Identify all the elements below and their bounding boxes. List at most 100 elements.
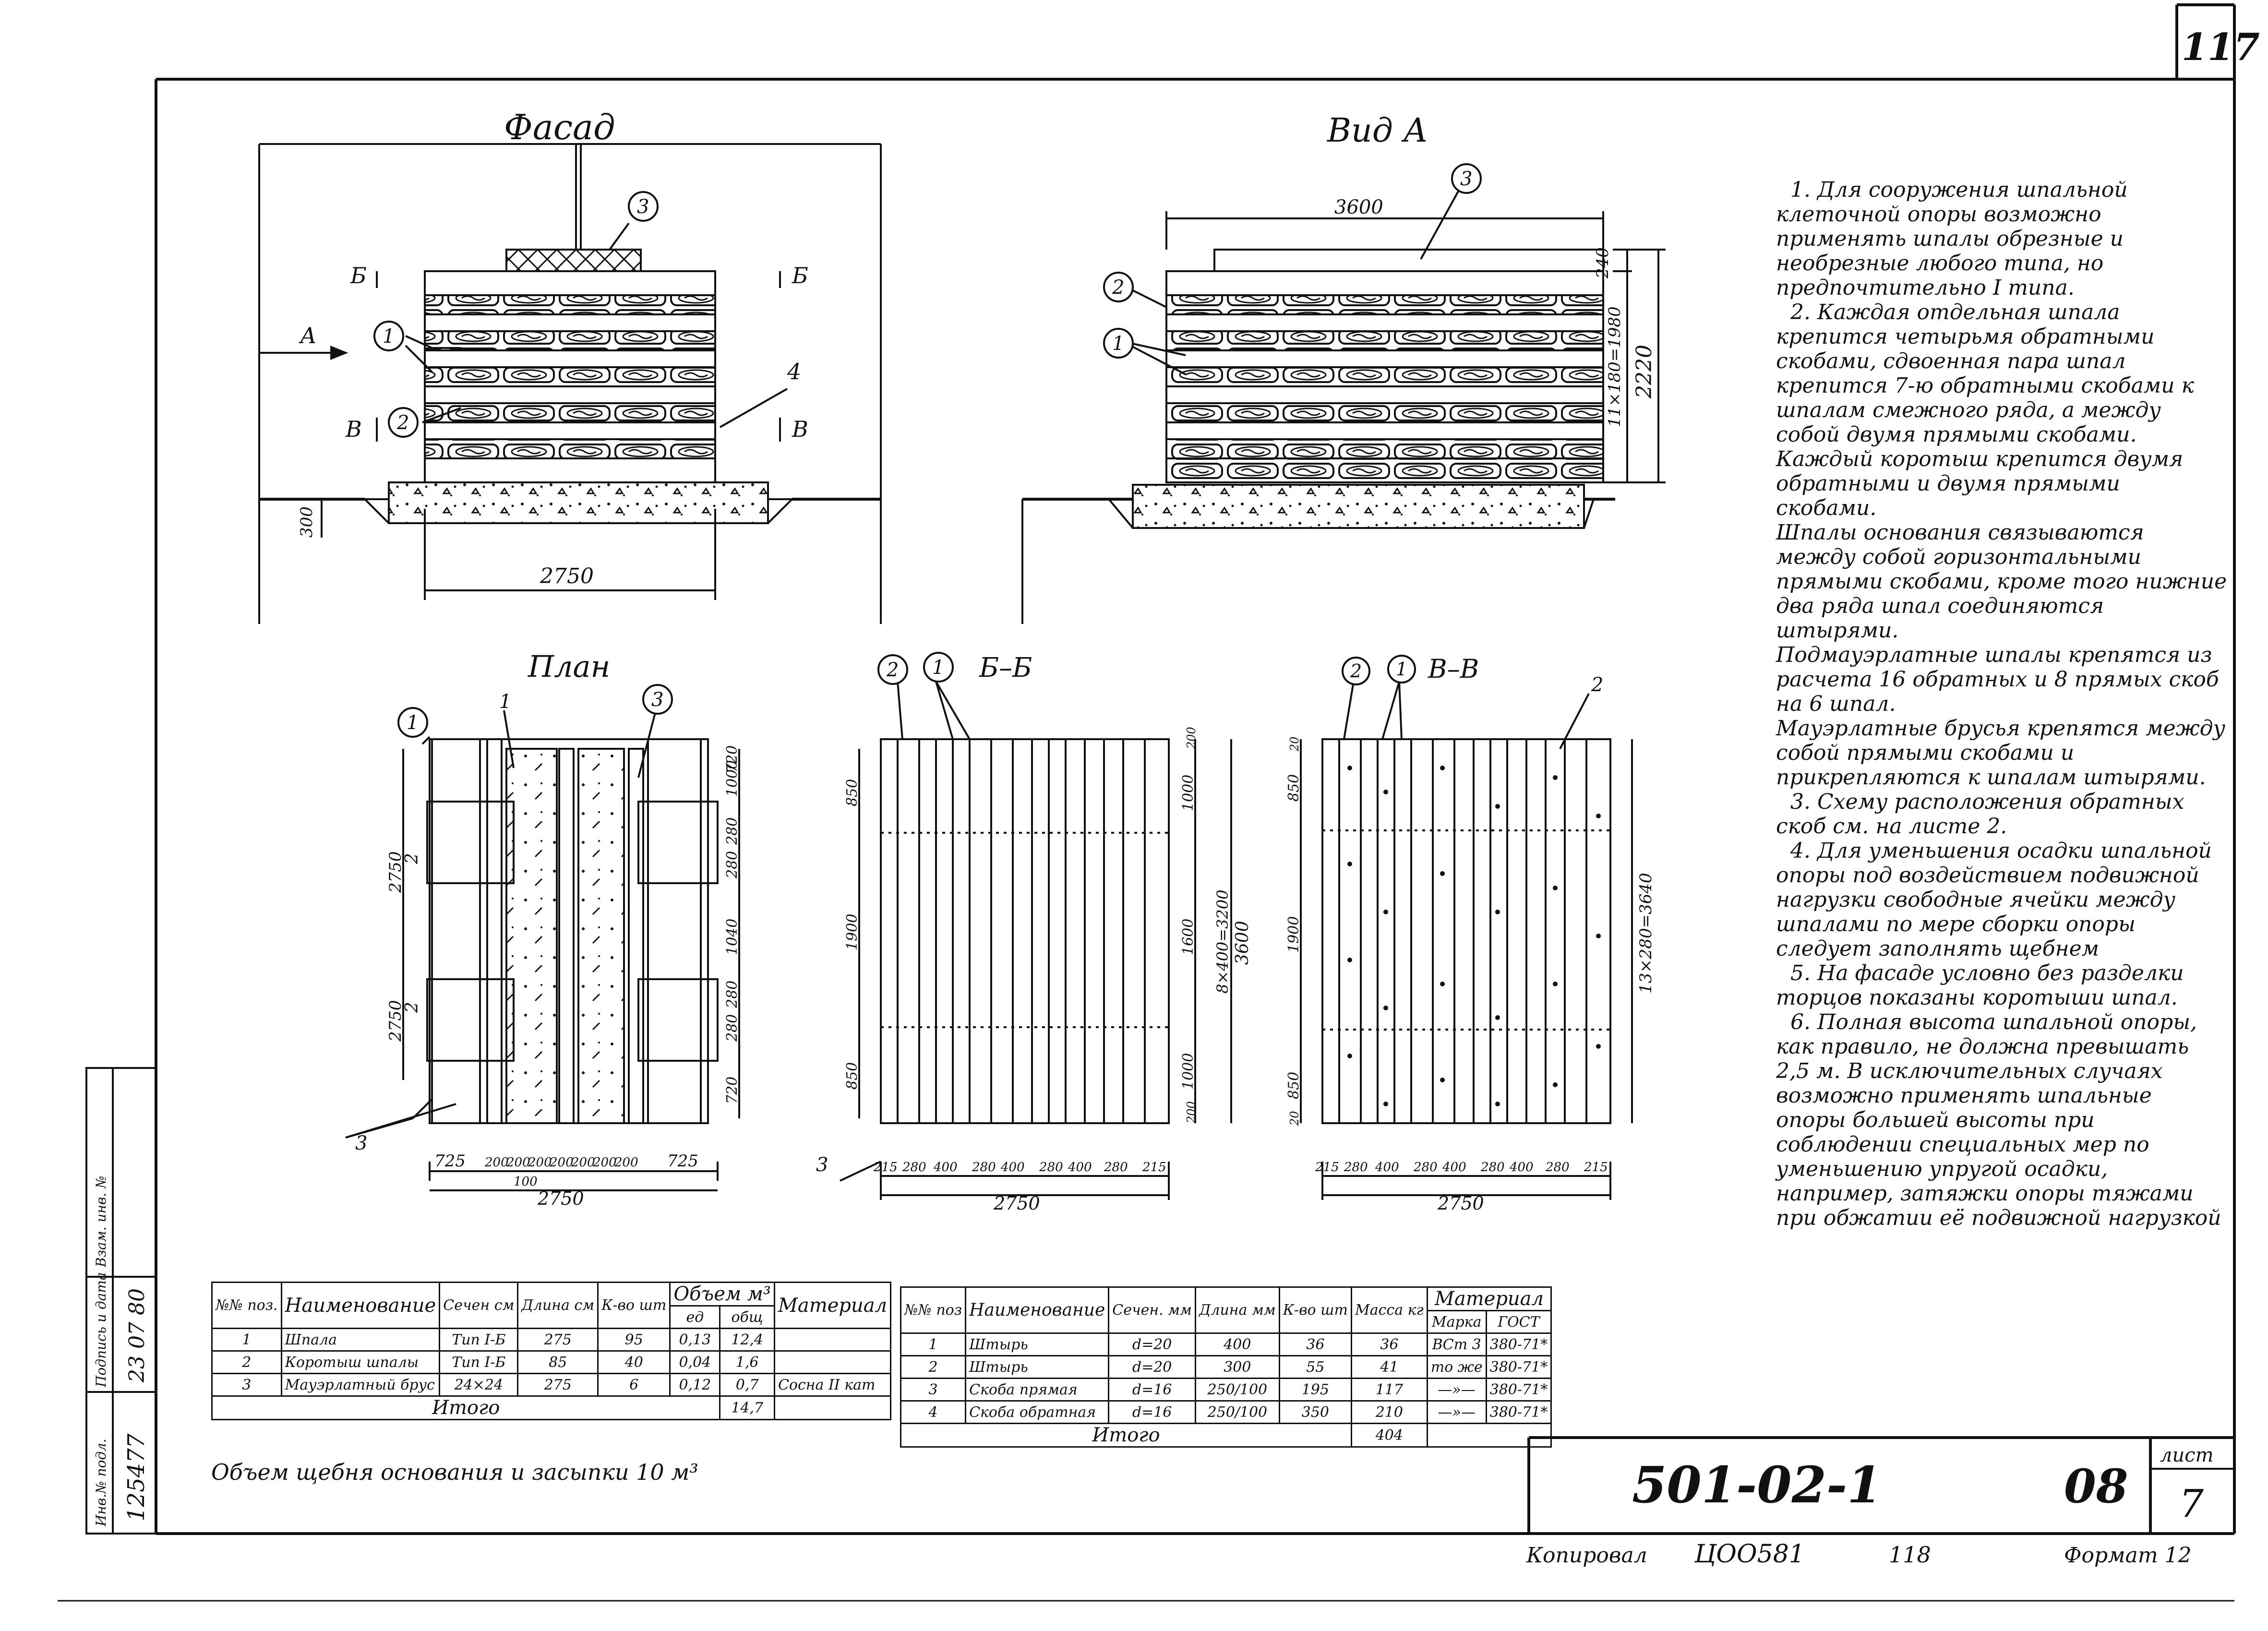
section-vv — [1300, 681, 1633, 1200]
plan-bottom-dim: 200 — [549, 1155, 574, 1170]
view-a — [1021, 189, 1666, 624]
plan-left-dim-2: 2750 — [386, 1000, 405, 1042]
t1-cell: 6 — [597, 1373, 671, 1397]
facade-callout-1: 1 — [383, 325, 395, 348]
section-vv-left-dim: 1900 — [1285, 916, 1302, 953]
section-vv-callouts — [1342, 655, 1416, 685]
section-vv-pos-2: 2 — [1591, 674, 1603, 696]
t1-cell: 0,04 — [669, 1350, 721, 1374]
t2-cell: 3 — [900, 1378, 967, 1402]
t1-cell: Тип I-Б — [439, 1350, 519, 1374]
facade-width-dim: 2750 — [540, 564, 594, 588]
facade-cut-b-right: Б — [792, 263, 808, 288]
t1-cell: 3 — [211, 1373, 282, 1397]
plan-bottom-dim: 725 — [434, 1151, 466, 1171]
table-row: 1 Шпала Тип I-Б 275 95 0,13 12,4 — [211, 1328, 892, 1352]
t2-cell: 210 — [1351, 1400, 1428, 1424]
t2-cell: Штырь — [965, 1355, 1110, 1379]
section-vv-bottom-dim: 215 — [1584, 1160, 1608, 1175]
section-bb-left-dim: 1900 — [844, 914, 861, 950]
facade-pos-4: 4 — [787, 359, 801, 384]
plan-bottom-sub-dim: 100 — [514, 1175, 538, 1189]
section-vv-bottom-dim: 215 — [1315, 1160, 1339, 1175]
margin-stamp — [85, 1067, 157, 1535]
t2-cell: 380-71* — [1485, 1332, 1552, 1356]
note-6: 6. Полная высота шпальной опоры, как пра… — [1776, 1010, 2221, 1230]
timber-spec-table: №№ поз. Наименование Сечен см Длина см К… — [211, 1282, 892, 1420]
t1-cell: 2 — [211, 1350, 282, 1374]
t2-cell: d=16 — [1108, 1400, 1196, 1424]
section-vv-bottom-dim: 400 — [1442, 1160, 1466, 1175]
plan-bottom-dim: 725 — [667, 1151, 698, 1171]
section-vv-left-dim: 850 — [1285, 1072, 1302, 1099]
plan-pos-1-leader: 1 — [499, 691, 511, 713]
table-row: 2 Штырь d=20 300 55 41 то же 380-71* — [900, 1355, 1552, 1379]
note-1: 1. Для сооружения шпальной клеточной опо… — [1776, 178, 2128, 300]
t2-cell: 41 — [1351, 1355, 1428, 1379]
title-block — [1527, 1436, 2234, 1534]
t1-cell: 40 — [597, 1350, 671, 1374]
plan-view — [345, 710, 740, 1191]
t2-cell: Скоба обратная — [965, 1400, 1110, 1424]
t1-cell: Коротыш шпалы — [280, 1350, 441, 1374]
t1-cell: 0,7 — [719, 1373, 775, 1397]
t2-cell: Штырь — [965, 1332, 1110, 1356]
view-a-title: Вид А — [1326, 112, 1428, 150]
t1-h-volume: Объем м³ — [669, 1282, 775, 1307]
section-bb-left-dim: 850 — [844, 1062, 861, 1090]
t2-cell: 380-71* — [1485, 1378, 1552, 1402]
t2-h-material: Материал — [1426, 1286, 1552, 1311]
table-row: 2 Коротыш шпалы Тип I-Б 85 40 0,04 1,6 — [211, 1350, 892, 1374]
t2-cell: d=20 — [1108, 1355, 1196, 1379]
t1-h-pos: №№ поз. — [211, 1282, 282, 1329]
section-bb-bottom-dim: 400 — [1000, 1160, 1025, 1175]
t1-h-name: Наименование — [280, 1282, 441, 1329]
t1-cell: Тип I-Б — [439, 1328, 519, 1352]
section-vv-callout-2: 2 — [1350, 660, 1362, 682]
t2-h-gost: ГОСТ — [1485, 1310, 1552, 1334]
t2-cell: то же — [1426, 1355, 1487, 1379]
section-bb-right-dim: 1000 — [1180, 1053, 1197, 1090]
t2-cell: d=16 — [1108, 1378, 1196, 1402]
t1-total-value: 14,7 — [719, 1395, 775, 1420]
t2-cell: 380-71* — [1485, 1400, 1552, 1424]
plan-right-dim: 1040 — [724, 919, 741, 955]
t2-cell: ВСт 3 — [1426, 1332, 1487, 1356]
plan-callouts — [397, 684, 673, 738]
t2-cell: 400 — [1194, 1332, 1280, 1356]
stamp-sheet-label: лист — [2160, 1444, 2214, 1466]
facade-depth-dim: 300 — [297, 506, 316, 538]
note-5: 5. На фасаде условно без разделки торцов… — [1776, 961, 2184, 1010]
t1-cell: 0,13 — [669, 1328, 721, 1352]
plan-right-dim: 720 — [724, 745, 741, 773]
section-bb-top-dim: 200 — [1185, 727, 1198, 749]
plan-callout-1: 1 — [407, 712, 419, 734]
note-4: 4. Для уменьшения осадки шпальной опоры … — [1776, 839, 2212, 961]
plan-bottom-dim: 200 — [484, 1155, 509, 1170]
plan-pos-2a: 2 — [402, 853, 422, 864]
footer-format: Формат 12 — [2064, 1543, 2192, 1568]
table-total-row: Итого 14,7 — [211, 1395, 892, 1420]
margin-stamp-col2: Подпись и дата — [93, 1272, 109, 1388]
t2-cell: 350 — [1278, 1400, 1353, 1424]
plan-left-dim-1: 2750 — [386, 851, 405, 893]
section-vv-bottom-total: 2750 — [1437, 1193, 1484, 1214]
facade-title: Фасад — [504, 107, 615, 147]
section-bb-bottom-total: 2750 — [993, 1193, 1040, 1214]
footer-copied: Копировал — [1526, 1543, 1647, 1568]
plan-bottom-dims: 725 200 200 200 200 200 200 200 725 100 … — [434, 1151, 698, 1209]
t2-h-section: Сечен. мм — [1108, 1286, 1196, 1334]
plan-bottom-dim: 200 — [506, 1155, 530, 1170]
facade-callout-3: 3 — [637, 196, 649, 218]
t2-cell: 2 — [900, 1355, 967, 1379]
section-bb-right-dim: 1000 — [1180, 775, 1197, 811]
t1-cell: 1 — [211, 1328, 282, 1352]
t2-h-name: Наименование — [965, 1286, 1110, 1334]
t2-cell: 195 — [1278, 1378, 1353, 1402]
facade-cut-b-left: Б — [350, 263, 367, 288]
section-bb-bottom-dim: 280 — [972, 1160, 996, 1175]
section-bb-pos-3: 3 — [816, 1154, 828, 1176]
section-bb-right-full: 3600 — [1233, 921, 1252, 965]
t2-h-mass: Масса кг — [1351, 1286, 1428, 1334]
